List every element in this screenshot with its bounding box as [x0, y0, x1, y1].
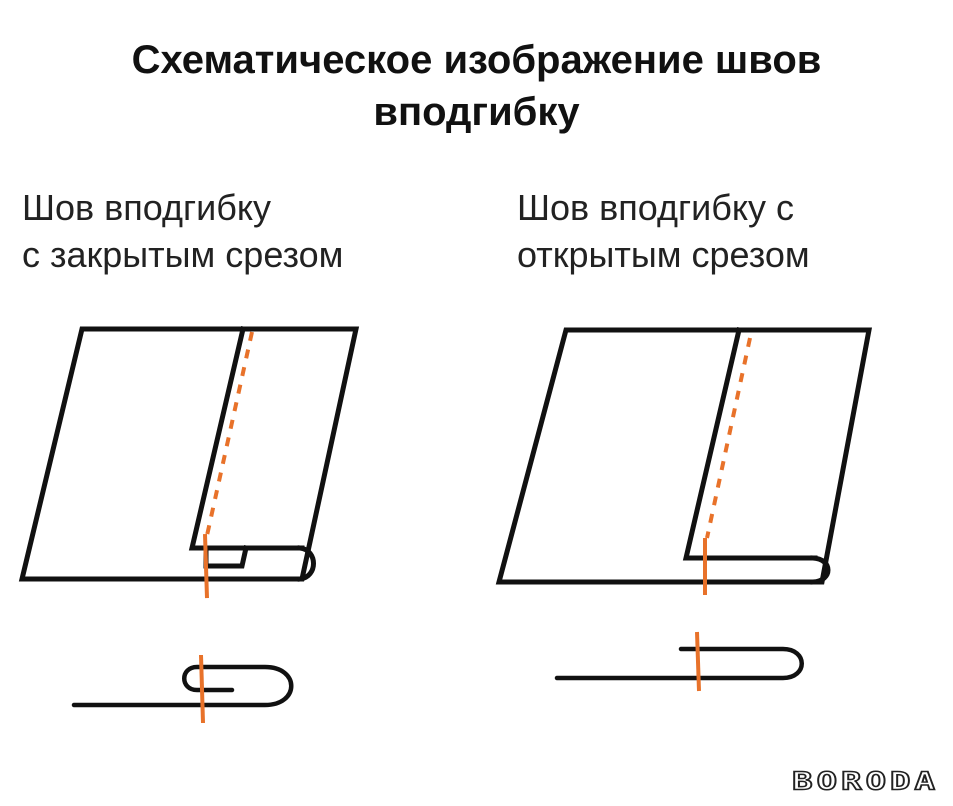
title-line-2: вподгибку	[373, 90, 580, 134]
hem-inner-tuck	[203, 545, 249, 569]
closed-edge-stitch-cross-top	[203, 533, 209, 599]
closed-edge-caption-line-1: Шов вподгибку	[22, 187, 272, 228]
hem-fold-edge	[188, 325, 305, 551]
open-section-fabric	[554, 646, 804, 681]
closed-section-fabric	[71, 664, 294, 708]
open-edge-hem-top-view	[495, 326, 873, 585]
hem-fold-curve	[810, 555, 831, 585]
diagram-title: Схематическое изображение швов вподгибку	[0, 34, 953, 138]
open-edge-hem-cross-section	[554, 646, 804, 681]
hem-fold-edge	[682, 326, 818, 561]
open-edge-caption-line-2: открытым срезом	[517, 234, 810, 275]
closed-edge-hem-cross-section	[71, 664, 294, 708]
closed-edge-caption-line-2: с закрытым срезом	[22, 234, 344, 275]
open-edge-seam-caption: Шов вподгибку с открытым срезом	[517, 184, 810, 278]
closed-edge-stitch-line-top	[204, 331, 254, 541]
brand-logo: BORODA	[791, 766, 939, 796]
closed-edge-stitch-cross-section	[199, 654, 205, 724]
fabric-panel-outline	[18, 326, 360, 582]
fabric-panel-outline	[495, 327, 873, 585]
closed-edge-hem-top-view	[18, 325, 360, 582]
hem-fold-curve	[297, 545, 316, 582]
closed-edge-seam-caption: Шов вподгибку с закрытым срезом	[22, 184, 343, 278]
open-edge-stitch-line-top	[705, 337, 752, 539]
title-line-1: Схематическое изображение швов	[131, 38, 822, 82]
open-edge-stitch-cross-section	[695, 631, 701, 692]
open-edge-caption-line-1: Шов вподгибку с	[517, 187, 795, 228]
